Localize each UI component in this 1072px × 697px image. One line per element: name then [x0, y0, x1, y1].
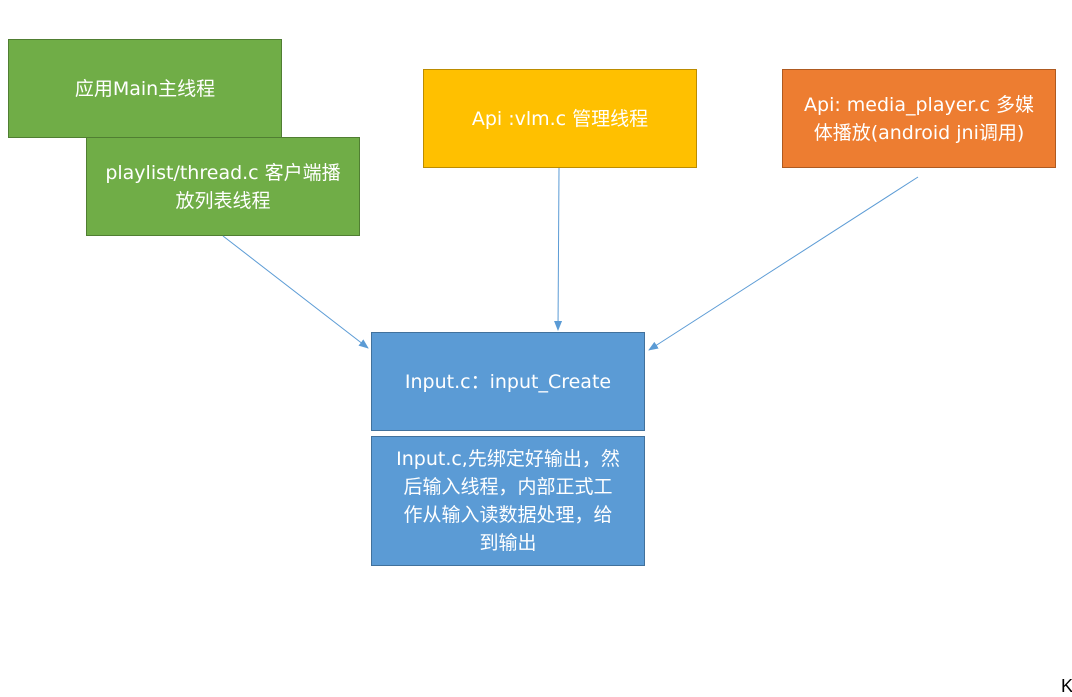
input-create-node: Input.c：input_Create: [371, 332, 645, 431]
arrow-vlm-to-input: [554, 167, 563, 331]
corner-letter: K: [1061, 676, 1072, 696]
input-description-node: Input.c,先绑定好输出，然 后输入线程，内部正式工 作从输入读数据处理，给…: [371, 436, 645, 566]
arrow-playlist-to-input: [222, 235, 369, 349]
arrow-media-to-input: [648, 176, 919, 351]
main-thread-node: 应用Main主线程: [8, 39, 282, 138]
playlist-thread-label: playlist/thread.c 客户端播 放列表线程: [105, 161, 341, 212]
media-player-node: Api: media_player.c 多媒 体播放(android jni调用…: [782, 69, 1056, 168]
media-player-label: Api: media_player.c 多媒 体播放(android jni调用…: [804, 93, 1034, 144]
main-thread-label: 应用Main主线程: [74, 77, 216, 100]
input-description-label: Input.c,先绑定好输出，然 后输入线程，内部正式工 作从输入读数据处理，给…: [396, 448, 620, 554]
vlm-thread-label: Api :vlm.c 管理线程: [471, 107, 649, 130]
vlm-thread-node: Api :vlm.c 管理线程: [423, 69, 697, 168]
playlist-thread-node: playlist/thread.c 客户端播 放列表线程: [86, 137, 360, 236]
input-create-label: Input.c：input_Create: [404, 370, 612, 393]
